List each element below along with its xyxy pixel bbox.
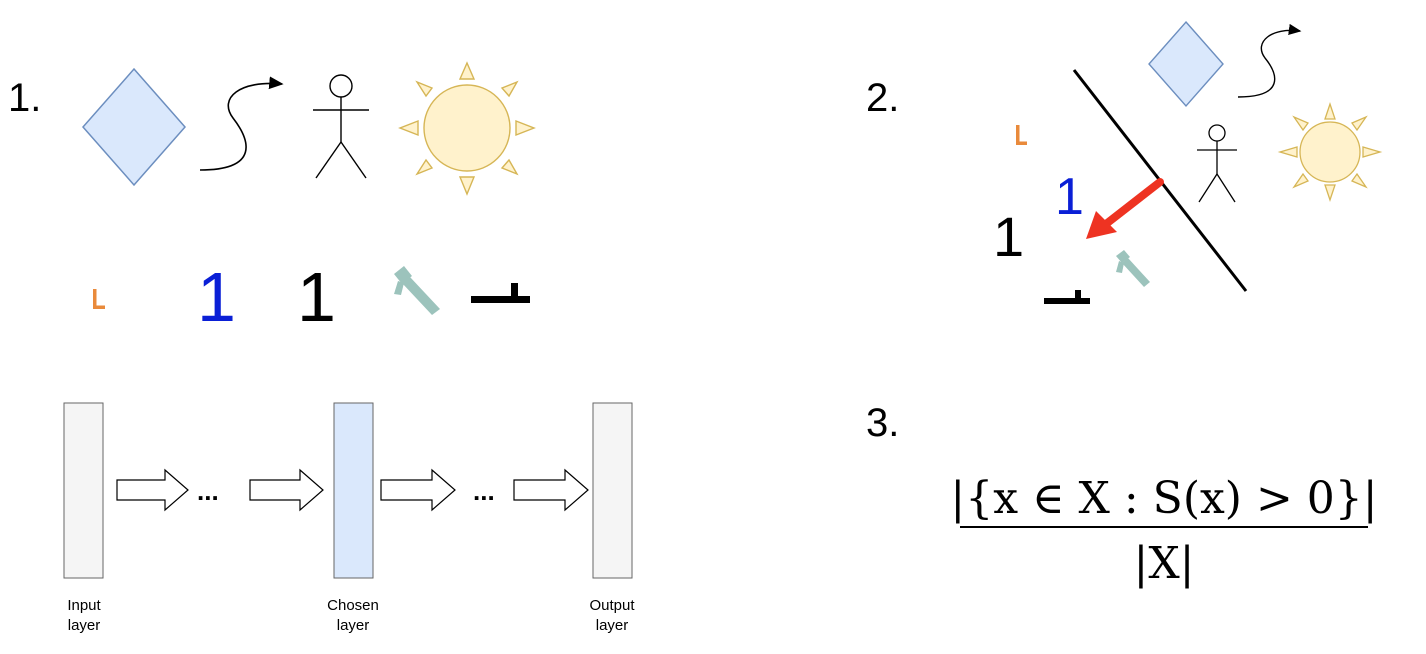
input-layer-label-line2: layer <box>68 617 101 634</box>
step-2-label: 2. <box>866 76 899 120</box>
chosen-layer-label-line2: layer <box>337 617 370 634</box>
black-rotated-one-glyph-2 <box>1044 290 1090 304</box>
chosen-layer-label-line1: Chosen <box>327 597 379 614</box>
stick-figure-icon-small <box>1197 124 1237 203</box>
diamond-shape-icon <box>82 67 186 187</box>
input-layer-box <box>63 402 104 579</box>
blue-one-digit-2: 1 <box>1055 168 1084 226</box>
step-3-label: 3. <box>866 401 899 445</box>
output-layer-label-line1: Output <box>589 597 635 614</box>
block-arrow-4 <box>513 468 589 512</box>
curved-arrow-icon <box>199 76 284 171</box>
network-diagram: ... ... Input layer Chosen layer Output … <box>63 402 635 634</box>
diamond-shape-icon-small <box>1148 20 1224 108</box>
input-layer-label-line1: Input <box>67 597 101 614</box>
red-push-arrow <box>1086 178 1164 239</box>
teal-rotated-one-glyph-2 <box>1116 250 1150 287</box>
blue-one-digit: 1 <box>197 258 236 336</box>
output-layer-box <box>592 402 633 579</box>
sun-icon-small <box>1277 101 1383 203</box>
output-layer-label-line2: layer <box>596 617 629 634</box>
chosen-layer-box <box>333 402 374 579</box>
block-arrow-3 <box>380 468 456 512</box>
ellipsis-1: ... <box>197 476 219 506</box>
step-1-label: 1. <box>8 76 41 120</box>
black-rotated-one-glyph <box>471 283 530 303</box>
curved-arrow-icon-small <box>1237 23 1302 98</box>
stick-figure-icon <box>313 74 369 179</box>
orange-small-one-glyph <box>93 289 105 309</box>
black-one-digit-2: 1 <box>993 205 1024 268</box>
block-arrow-1 <box>116 468 189 512</box>
formula-numerator: |{x ∈ X : S(x) > 0}| <box>950 473 1377 524</box>
formula: |{x ∈ X : S(x) > 0}| |X| <box>950 473 1377 589</box>
ellipsis-2: ... <box>473 476 495 506</box>
block-arrow-2 <box>249 468 324 512</box>
formula-denominator: |X| <box>1134 538 1195 589</box>
sun-icon <box>398 61 536 196</box>
teal-rotated-one-glyph <box>394 266 440 315</box>
orange-small-one-glyph-2 <box>1016 125 1027 145</box>
black-one-digit: 1 <box>297 258 336 336</box>
